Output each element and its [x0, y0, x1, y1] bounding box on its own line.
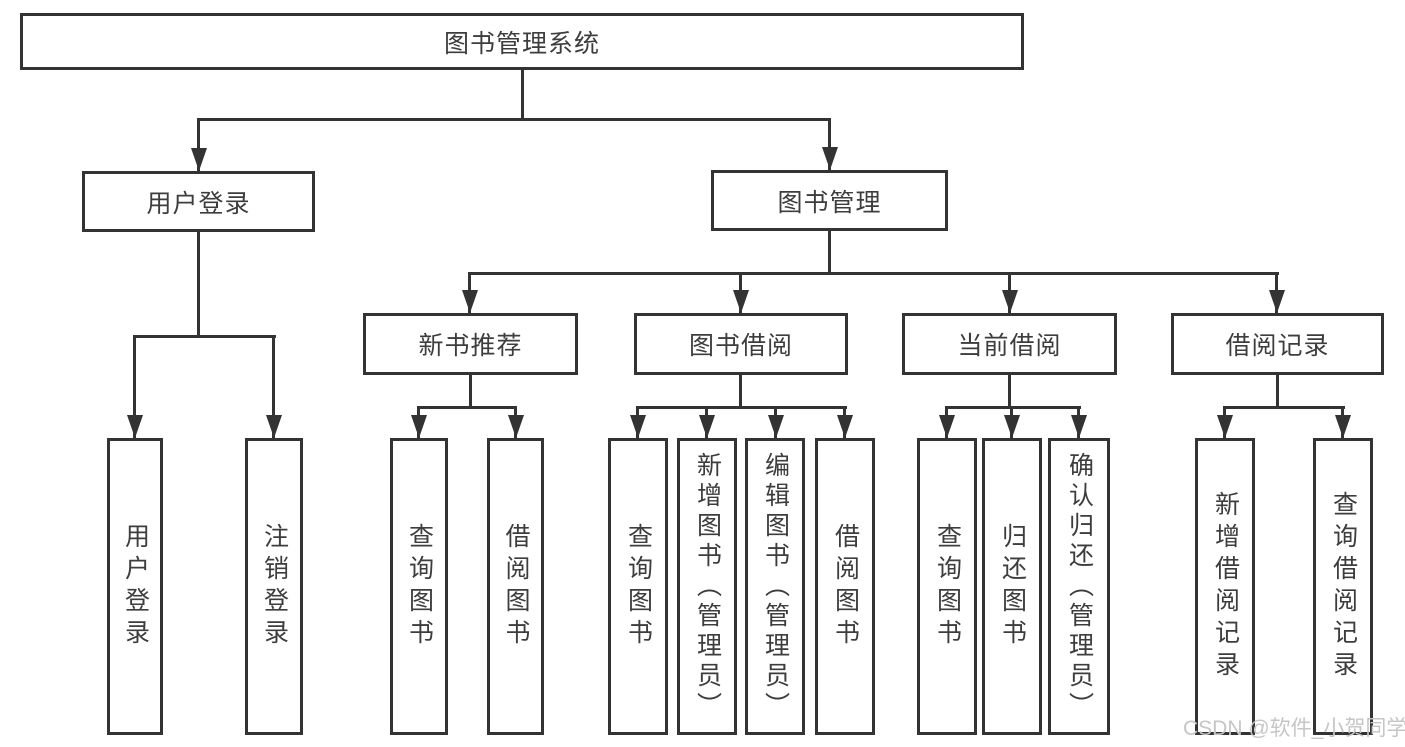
watermark: CSDN @软件_小贺同学 [1183, 717, 1405, 740]
node-borrowing-records: 借阅记录 [1171, 313, 1384, 375]
node-label: 查询图书 [624, 522, 653, 651]
connector-line [133, 335, 276, 338]
node-label: 新增图书（管理员） [693, 451, 722, 722]
leaf-add-books-admin: 新增图书（管理员） [677, 438, 737, 735]
connector-line [1223, 406, 1345, 409]
node-label: 借阅图书 [502, 522, 530, 651]
arrow-down [1001, 272, 1018, 313]
connector-line [468, 272, 1279, 275]
node-label: 查询图书 [933, 522, 962, 651]
leaf-confirm-return-admin: 确认归还（管理员） [1048, 438, 1110, 735]
node-book-borrowing: 图书借阅 [634, 313, 848, 375]
node-label: 新增借阅记录 [1211, 490, 1240, 683]
leaf-query-books: 查询图书 [608, 438, 668, 735]
node-label: 注销登录 [260, 522, 289, 651]
arrow-down [1268, 272, 1285, 313]
node-label: 新书推荐 [418, 332, 523, 360]
connector-line [197, 118, 831, 121]
node-label: 图书管理系统 [443, 29, 600, 58]
node-current-borrowing: 当前借阅 [902, 313, 1117, 375]
node-label: 确认归还（管理员） [1065, 451, 1094, 722]
arrow-down [126, 335, 143, 438]
arrow-down [1003, 406, 1020, 438]
leaf-borrow-books: 借阅图书 [487, 438, 544, 735]
arrow-down [836, 406, 853, 438]
leaf-query-books: 查询图书 [917, 438, 977, 735]
arrow-down [938, 406, 955, 438]
arrow-down [507, 406, 524, 438]
arrow-down [410, 406, 427, 438]
arrow-down [629, 406, 646, 438]
connector-line [417, 406, 517, 409]
arrow-down [698, 406, 715, 438]
node-book-management: 图书管理 [711, 170, 948, 231]
node-label: 查询借阅记录 [1329, 490, 1358, 683]
connector-line [739, 375, 742, 408]
leaf-borrow-books: 借阅图书 [815, 438, 875, 735]
node-label: 借阅记录 [1225, 332, 1330, 360]
arrow-down [1334, 406, 1351, 438]
leaf-return-books: 归还图书 [982, 438, 1042, 735]
leaf-edit-books-admin: 编辑图书（管理员） [745, 438, 805, 735]
node-label: 归还图书 [998, 522, 1027, 651]
connector-line [828, 231, 831, 273]
connector-line [1008, 375, 1011, 408]
arrow-down [732, 272, 749, 313]
node-label: 用户登录 [146, 189, 251, 218]
arrow-down [190, 118, 207, 171]
arrow-down [1216, 406, 1233, 438]
arrow-down [461, 272, 478, 313]
node-label: 图书管理 [777, 188, 882, 217]
arrow-down [821, 118, 838, 170]
connector-line [469, 375, 472, 408]
node-label: 借阅图书 [831, 522, 860, 651]
arrow-down [265, 335, 282, 438]
leaf-user-login: 用户登录 [107, 438, 163, 735]
node-user-login: 用户登录 [82, 171, 315, 232]
connector-line [1276, 375, 1279, 408]
node-label: 用户登录 [121, 522, 150, 651]
leaf-query-books: 查询图书 [390, 438, 448, 735]
leaf-add-borrow-record: 新增借阅记录 [1195, 438, 1255, 735]
node-root: 图书管理系统 [20, 13, 1024, 70]
arrow-down [767, 406, 784, 438]
connector-line [521, 70, 524, 120]
node-label: 当前借阅 [957, 332, 1062, 360]
node-label: 编辑图书（管理员） [761, 451, 790, 722]
connector-line [945, 406, 1081, 409]
node-label: 图书借阅 [688, 332, 793, 360]
connector-line [197, 232, 200, 336]
connector-line [636, 406, 847, 409]
node-label: 查询图书 [405, 522, 434, 651]
node-new-book-recommend: 新书推荐 [363, 313, 578, 375]
arrow-down [1070, 406, 1087, 438]
leaf-query-borrow-record: 查询借阅记录 [1313, 438, 1373, 735]
leaf-logout-login: 注销登录 [245, 438, 303, 735]
